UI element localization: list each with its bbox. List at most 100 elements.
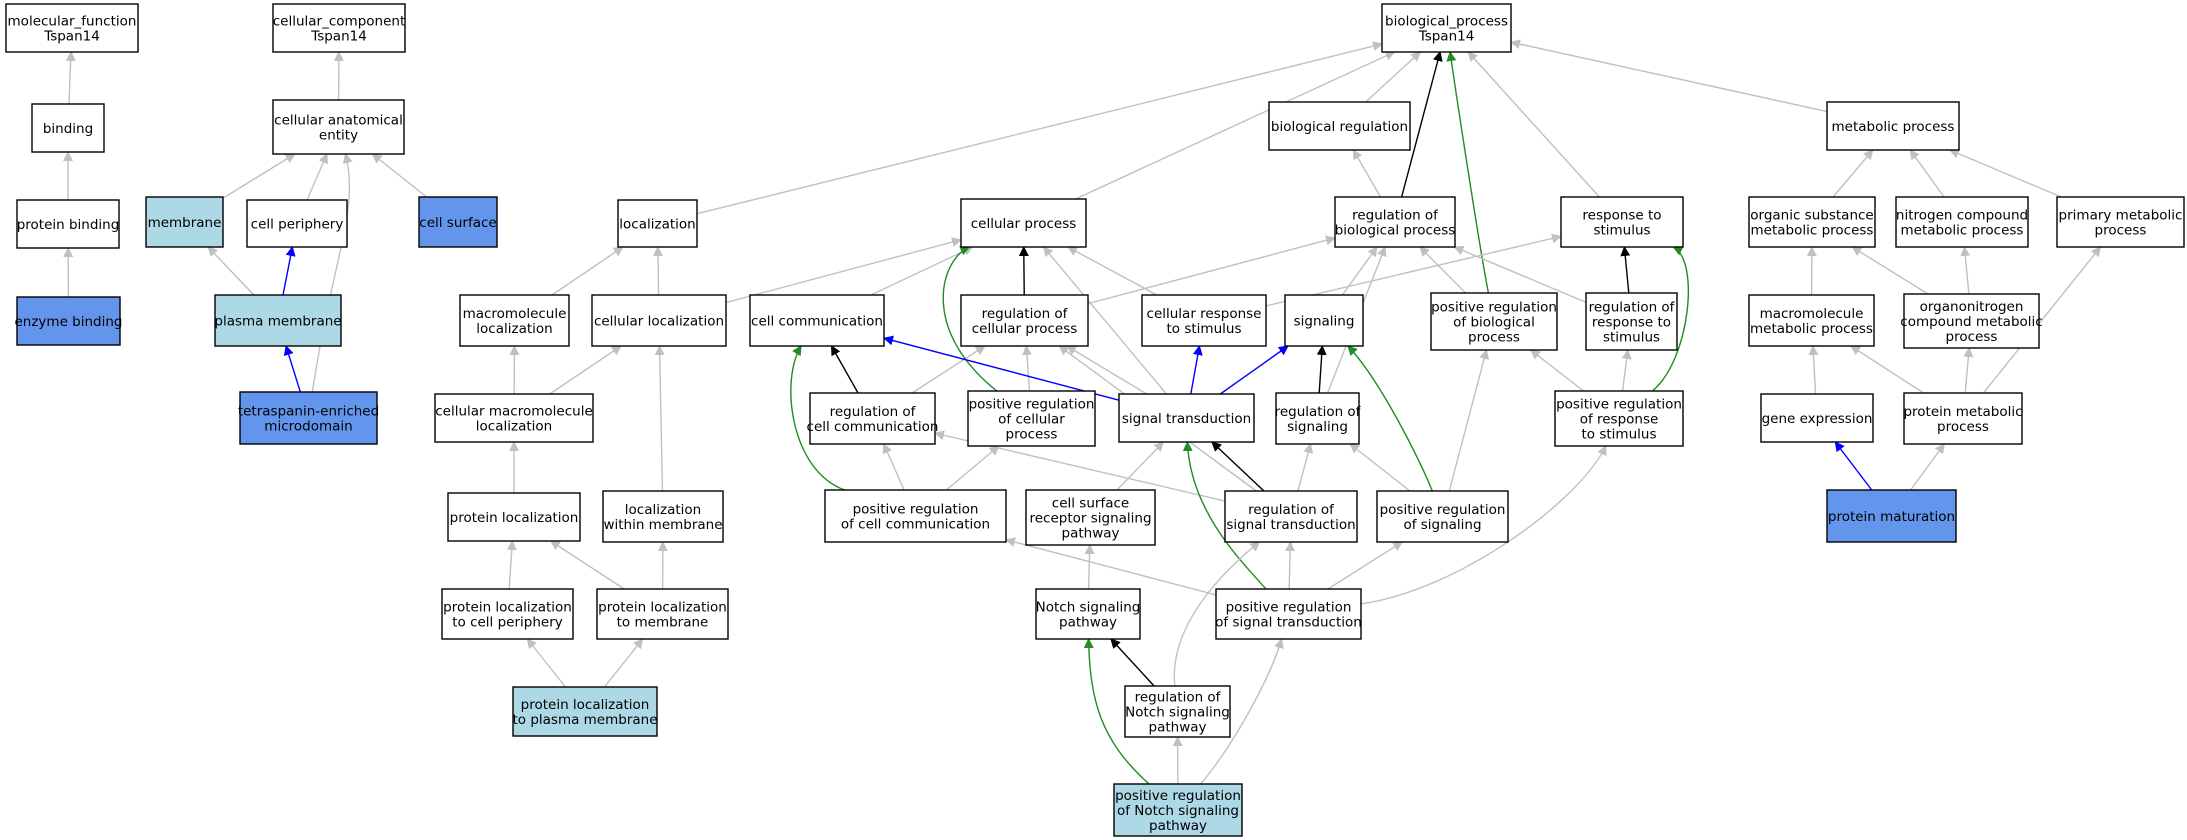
- node-box: [824, 489, 1007, 543]
- node-label-line: tetraspanin-enriched: [238, 404, 379, 420]
- node-label-line: protein maturation: [1828, 509, 1955, 525]
- edge-sigtrans-to-regcell: [1066, 345, 1147, 395]
- node-membrane[interactable]: membrane: [145, 196, 224, 248]
- node-label-line: metabolic process: [1832, 119, 1955, 135]
- edge-signaling-to-regbio: [1341, 246, 1378, 296]
- node-bioreg[interactable]: biological regulation: [1268, 101, 1411, 151]
- node-label-line: positive regulation: [969, 397, 1095, 413]
- node-box: [145, 196, 224, 248]
- node-box: [1760, 393, 1874, 443]
- node-label-line: macromolecule: [463, 306, 567, 322]
- node-cellsurf[interactable]: cell surface: [418, 196, 498, 248]
- node-enzbind[interactable]: enzyme binding: [14, 296, 123, 346]
- node-box: [1826, 101, 1960, 151]
- node-protbind[interactable]: protein binding: [16, 199, 120, 249]
- node-geneexp[interactable]: gene expression: [1760, 393, 1874, 443]
- node-box: [246, 199, 348, 248]
- edge-posregcomm-to-posregcell: [945, 445, 1000, 491]
- node-box: [434, 393, 594, 443]
- node-box: [596, 588, 729, 640]
- edge-resp-to-bp: [1467, 51, 1600, 198]
- edge-sigtrans-to-signaling: [1219, 345, 1289, 395]
- node-label-line: of Notch signaling: [1117, 803, 1239, 819]
- node-plasmamem[interactable]: plasma membrane: [214, 294, 342, 347]
- edge-primmet-to-metab: [1948, 148, 2062, 198]
- node-label-line: Tspan14: [43, 29, 100, 45]
- node-cellcomm[interactable]: cell communication: [749, 294, 885, 347]
- edge-posregsig-to-regsig: [1349, 443, 1411, 492]
- edge-protlocper-to-protloc: [506, 540, 517, 590]
- node-sigtrans[interactable]: signal transduction: [1118, 393, 1255, 443]
- node-label-line: positive regulation: [1431, 300, 1557, 316]
- node-label-line: biological_process: [1385, 14, 1508, 30]
- node-protmat[interactable]: protein maturation: [1826, 489, 1957, 543]
- node-cellproc[interactable]: cellular process: [960, 198, 1087, 248]
- node-box: [960, 294, 1089, 347]
- node-protloc[interactable]: protein localization: [447, 492, 581, 542]
- node-label-line: cellular anatomical: [274, 113, 403, 129]
- node-label-line: compound metabolic: [1900, 314, 2042, 330]
- edge-posregresp-to-resp: [1651, 246, 1689, 392]
- node-label-line: cell surface: [1052, 496, 1129, 512]
- edge-cellsurf-to-cae: [371, 153, 427, 198]
- node-label-line: regulation of: [982, 306, 1069, 322]
- node-label-line: protein metabolic: [1903, 404, 2022, 420]
- node-box: [1430, 292, 1558, 351]
- node-metab[interactable]: metabolic process: [1826, 101, 1960, 151]
- node-signaling[interactable]: signaling: [1284, 294, 1364, 347]
- edge-protmet-to-macromet: [1850, 345, 1924, 394]
- node-binding[interactable]: binding: [31, 103, 105, 153]
- node-label-line: cell periphery: [251, 217, 344, 233]
- node-box: [1035, 588, 1141, 640]
- node-label-line: of response: [1580, 412, 1659, 428]
- node-label-line: regulation of: [1135, 690, 1222, 706]
- node-label-line: cellular localization: [594, 314, 724, 330]
- node-box: [1141, 294, 1267, 347]
- node-box: [272, 3, 406, 53]
- edge-bioreg-to-bp: [1365, 51, 1422, 103]
- node-label-line: Notch signaling: [1036, 600, 1141, 616]
- node-cellper[interactable]: cell periphery: [246, 199, 348, 248]
- node-label-line: metabolic process: [1901, 223, 2024, 239]
- node-localization[interactable]: localization: [617, 199, 698, 248]
- edge-protmet-to-orgnitro: [1963, 347, 1974, 394]
- node-label-line: binding: [43, 121, 93, 137]
- node-cellloc[interactable]: cellular localization: [591, 294, 727, 347]
